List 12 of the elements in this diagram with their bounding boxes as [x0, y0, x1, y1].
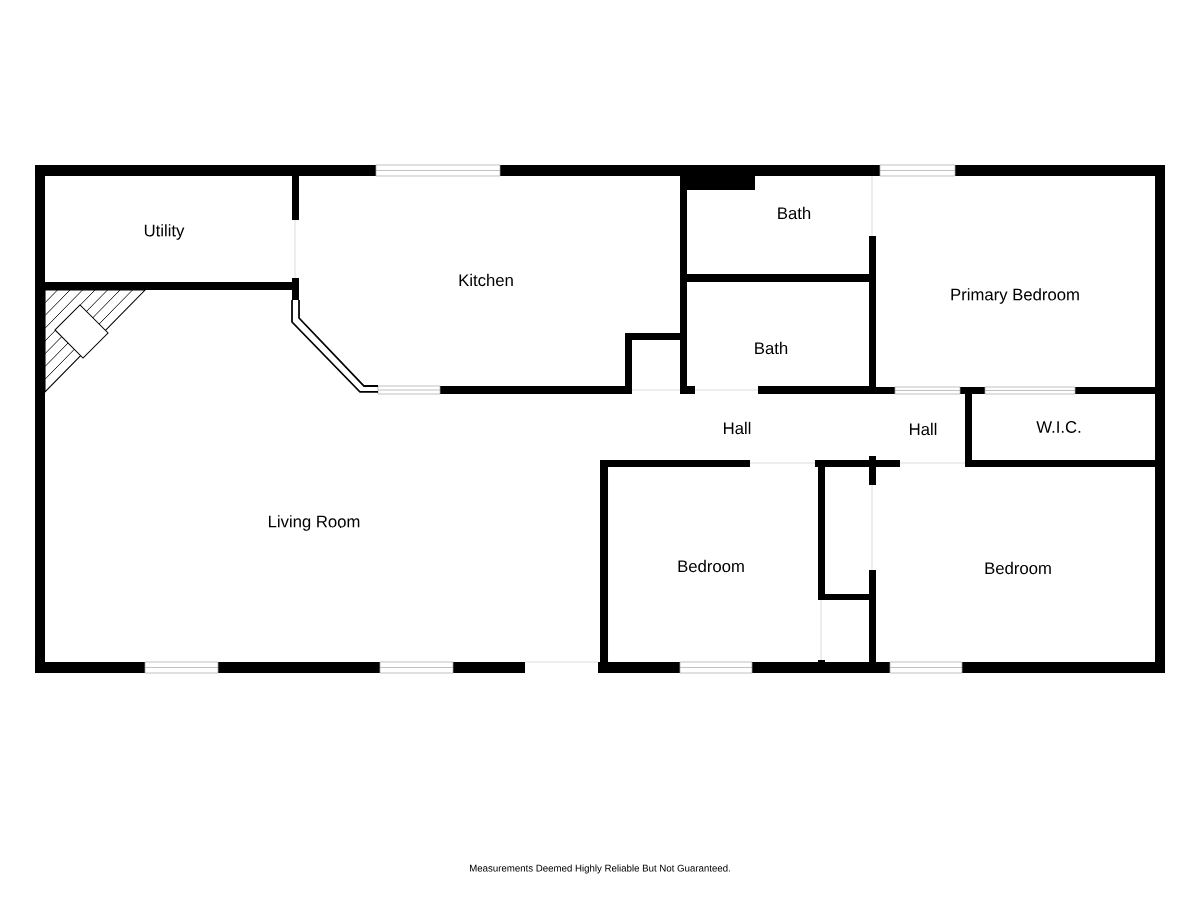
room-label: Bath	[778, 206, 811, 220]
room-label: W.I.C.	[1036, 421, 1081, 433]
footnote: Measurements Deemed Highly Reliable But Not Guaranteed.	[470, 864, 730, 874]
room-label: Hall	[910, 422, 937, 436]
room-label: Bath	[755, 341, 788, 355]
room-label: Bedroom	[985, 561, 1051, 575]
room-label: Living Room	[269, 515, 360, 531]
room-label: Utility	[144, 224, 185, 240]
room-label: Hall	[724, 421, 751, 435]
room-label: Kitchen	[459, 273, 513, 287]
room-label: Bedroom	[678, 559, 744, 573]
room-label: Primary Bedroom	[951, 288, 1079, 304]
